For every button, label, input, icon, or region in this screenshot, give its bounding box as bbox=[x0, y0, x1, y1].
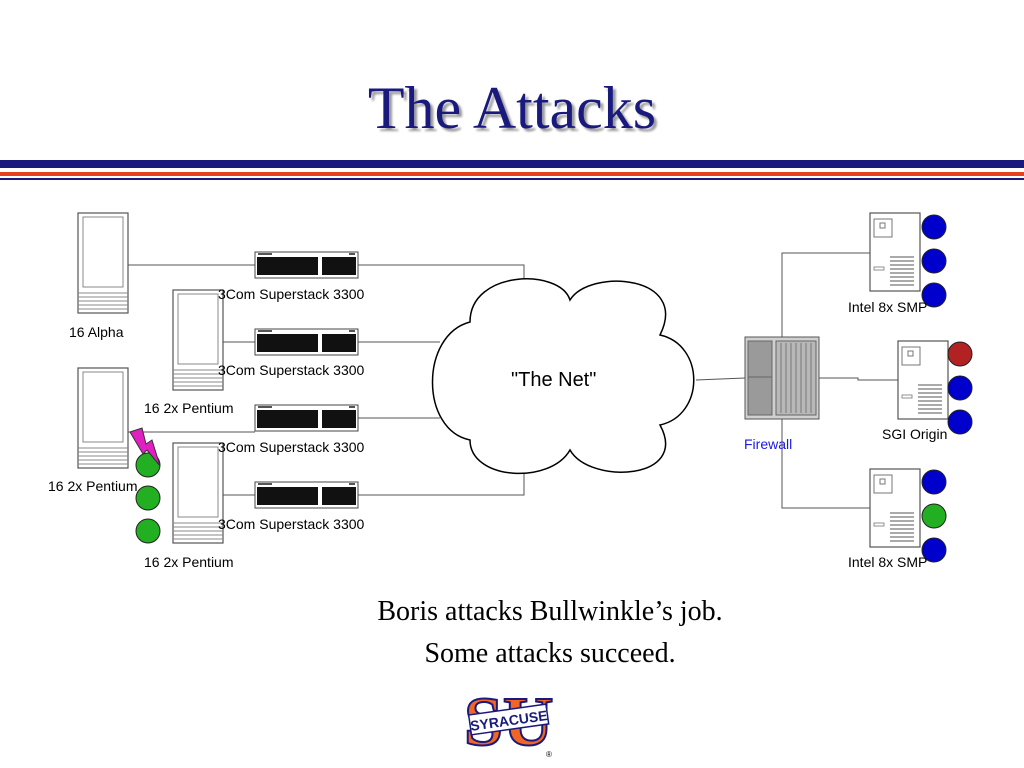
lightning-icon bbox=[129, 427, 161, 467]
pentium-cluster-tower-middle bbox=[77, 367, 129, 469]
cluster-label-alpha: 16 Alpha bbox=[69, 324, 124, 340]
attack-node-indicators bbox=[135, 452, 161, 544]
caption-line-2: Some attacks succeed. bbox=[424, 638, 676, 669]
pentium-cluster-tower-top bbox=[172, 289, 224, 391]
title-rule-dark bbox=[0, 160, 1024, 168]
firewall-device bbox=[744, 336, 820, 420]
alpha-cluster-tower bbox=[77, 212, 129, 314]
pentium-cluster-tower-bottom bbox=[172, 442, 224, 544]
internet-cloud bbox=[431, 278, 695, 475]
server-node-indicators bbox=[921, 214, 973, 563]
attack-node-green bbox=[135, 485, 161, 511]
server-node-blue bbox=[921, 214, 947, 240]
switch-label-4: 3Com Superstack 3300 bbox=[218, 516, 365, 532]
title-rule-accent bbox=[0, 172, 1024, 176]
attack-node-green bbox=[135, 518, 161, 544]
server-label-intel-bottom: Intel 8x SMP bbox=[848, 554, 928, 570]
cluster-label-pentium-middle: 16 2x Pentium bbox=[48, 478, 138, 494]
svg-text:SYRACUSE: SYRACUSE bbox=[469, 707, 548, 734]
intel-smp-server-bottom bbox=[869, 468, 921, 548]
switch-2 bbox=[254, 328, 359, 356]
switch-label-3: 3Com Superstack 3300 bbox=[218, 439, 365, 455]
server-node-blue bbox=[921, 282, 947, 308]
switch-4 bbox=[254, 481, 359, 509]
server-node-blue bbox=[921, 469, 947, 495]
server-node-blue bbox=[921, 248, 947, 274]
switch-3 bbox=[254, 404, 359, 432]
intel-smp-server-top bbox=[869, 212, 921, 292]
cloud-label: "The Net" bbox=[511, 369, 597, 391]
server-node-green bbox=[921, 503, 947, 529]
switch-1 bbox=[254, 251, 359, 279]
cluster-label-pentium-top: 16 2x Pentium bbox=[144, 400, 234, 416]
caption-line-1: Boris attacks Bullwinkle’s job. bbox=[377, 596, 723, 627]
svg-text:®: ® bbox=[546, 750, 552, 759]
slide-title: The Attacks bbox=[367, 75, 657, 141]
server-node-red bbox=[947, 341, 973, 367]
sgi-origin-server bbox=[897, 340, 949, 420]
svg-text:SU: SU bbox=[464, 684, 553, 761]
server-node-blue bbox=[947, 375, 973, 401]
server-label-intel-top: Intel 8x SMP bbox=[848, 299, 928, 315]
switch-label-2: 3Com Superstack 3300 bbox=[218, 362, 365, 378]
server-node-blue bbox=[947, 409, 973, 435]
title-rule-thin bbox=[0, 178, 1024, 180]
switch-label-1: 3Com Superstack 3300 bbox=[218, 286, 365, 302]
network-diagram bbox=[77, 212, 973, 563]
cluster-label-pentium-bottom: 16 2x Pentium bbox=[144, 554, 234, 570]
firewall-label: Firewall bbox=[744, 436, 793, 452]
server-node-blue bbox=[921, 537, 947, 563]
server-label-sgi: SGI Origin bbox=[882, 426, 948, 442]
